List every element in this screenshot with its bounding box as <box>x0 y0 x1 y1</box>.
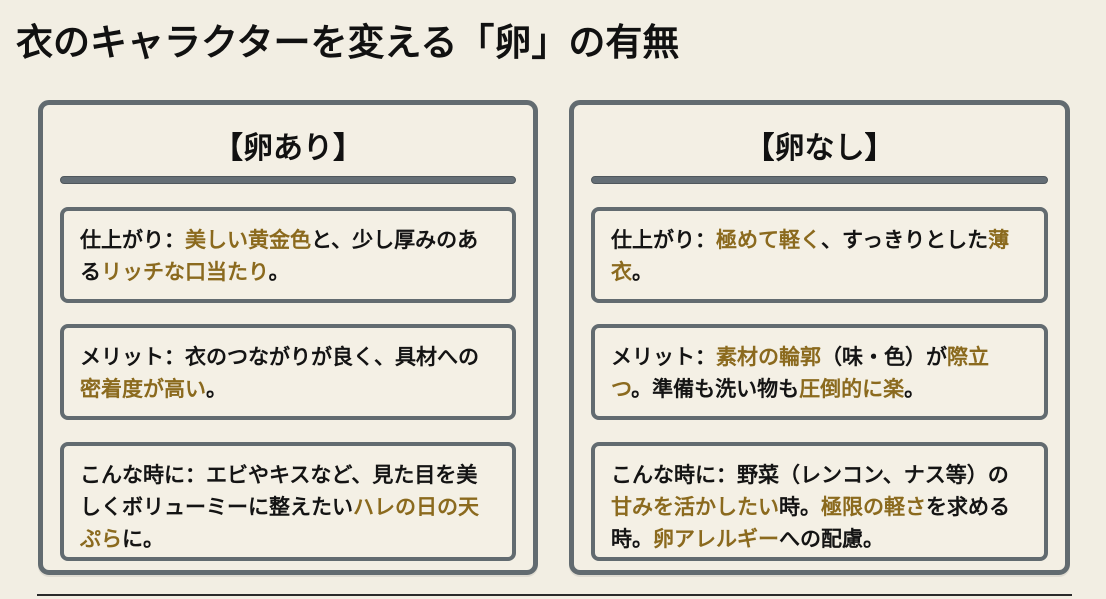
card-finish: 仕上がり：美しい黄金色と、少し厚みのあるリッチな口当たり。 <box>60 207 516 303</box>
bottom-divider <box>37 594 1072 596</box>
card-finish: 仕上がり：極めて軽く、すっきりとした薄衣。 <box>591 207 1048 303</box>
text-segment: 野菜（レンコン、ナス等）の <box>737 463 1009 487</box>
text-segment: に。 <box>122 527 164 551</box>
divider <box>591 176 1048 184</box>
text-segment: 密着度が高い <box>80 377 206 401</box>
text-segment: 、すっきりとした <box>821 228 989 252</box>
text-segment: ハレの日の天ぷら <box>80 495 479 551</box>
text-segment: 衣のつながりが良く、具材への <box>185 345 479 369</box>
card-merit: メリット：素材の輪郭（味・色）が際立つ。準備も洗い物も圧倒的に楽。 <box>591 324 1048 420</box>
text-segment: 素材の輪郭 <box>716 345 821 369</box>
text-segment: 美しい黄金色 <box>185 228 311 252</box>
text-segment: エビやキスなど、見た目を美しくボリューミーに整えたい <box>80 463 478 519</box>
card-label: メリット： <box>80 345 185 369</box>
panel-heading: 【卵なし】 <box>744 131 895 166</box>
text-segment: 極めて軽く <box>716 228 821 252</box>
text-segment: 時。 <box>779 495 821 519</box>
text-segment: 。準備も洗い物も <box>631 377 800 401</box>
text-segment: 極限の軽さ <box>821 495 926 519</box>
text-segment: 。 <box>206 377 227 401</box>
page-title: 衣のキャラクターを変える「卵」の有無 <box>16 21 680 64</box>
text-segment: への配慮。 <box>779 527 884 551</box>
card-label: 仕上がり： <box>611 228 716 252</box>
text-segment: を求める時。 <box>611 495 1010 551</box>
card-label: メリット： <box>611 345 716 369</box>
text-segment: 。 <box>904 377 926 401</box>
panel-without-egg: 【卵なし】 仕上がり：極めて軽く、すっきりとした薄衣。 メリット：素材の輪郭（味… <box>569 100 1070 575</box>
text-segment: 。 <box>632 260 653 284</box>
card-when-to-use: こんな時に：野菜（レンコン、ナス等）の甘みを活かしたい時。極限の軽さを求める時。… <box>591 442 1048 561</box>
card-when-to-use: こんな時に：エビやキスなど、見た目を美しくボリューミーに整えたいハレの日の天ぷら… <box>60 442 516 561</box>
card-merit: メリット：衣のつながりが良く、具材への密着度が高い。 <box>60 324 516 420</box>
text-segment: 圧倒的に楽 <box>799 377 905 401</box>
panel-with-egg: 【卵あり】 仕上がり：美しい黄金色と、少し厚みのあるリッチな口当たり。 メリット… <box>38 100 538 575</box>
card-label: こんな時に： <box>80 463 206 487</box>
text-segment: 甘みを活かしたい <box>611 495 779 519</box>
text-segment: （味・色）が <box>821 345 947 369</box>
divider <box>60 176 516 184</box>
text-segment: 薄衣 <box>611 228 1010 284</box>
card-label: 仕上がり： <box>80 228 185 252</box>
text-segment: と、少し厚みのある <box>80 228 479 284</box>
panel-heading: 【卵あり】 <box>213 131 363 166</box>
card-label: こんな時に： <box>611 463 737 487</box>
text-segment: 際立つ <box>611 345 989 401</box>
text-segment: 。 <box>268 260 290 284</box>
text-segment: 卵アレルギー <box>653 527 779 551</box>
text-segment: リッチな口当たり <box>101 260 269 284</box>
